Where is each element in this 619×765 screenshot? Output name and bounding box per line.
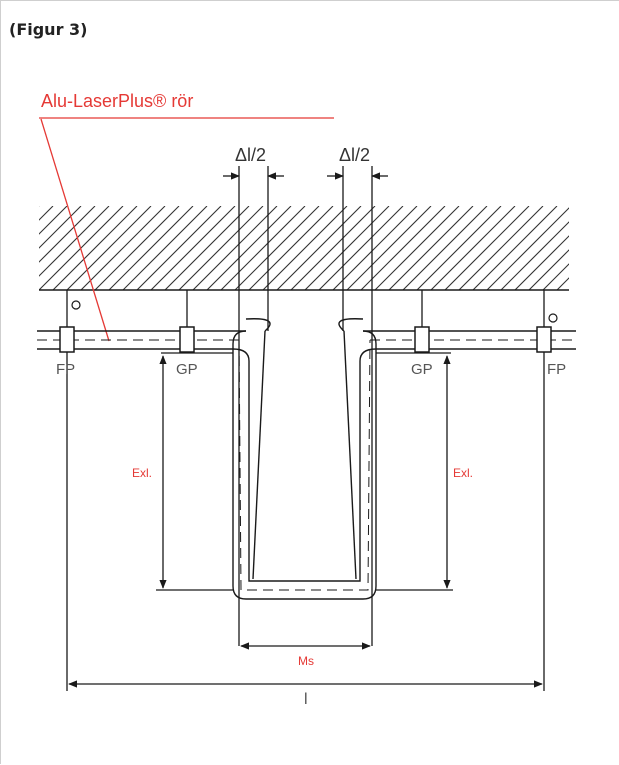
- hatch-line: [192, 206, 278, 290]
- hatch-line: [136, 206, 222, 290]
- hatch-line: [164, 206, 250, 290]
- hatch-line: [500, 221, 569, 290]
- fp-label-left: FP: [56, 361, 75, 378]
- pipe-clamps: [59, 326, 552, 353]
- hatch-line: [39, 206, 82, 249]
- hatch-line: [374, 206, 460, 290]
- hatch-line: [39, 206, 96, 263]
- exl-label-left: Exl.: [132, 466, 152, 480]
- wall-hatching: [1, 206, 619, 290]
- hatch-line: [52, 206, 138, 290]
- hatch-line: [402, 206, 488, 290]
- fixed-point-marker-right: [548, 313, 558, 323]
- hatch-line: [472, 206, 558, 290]
- hatch-line: [528, 249, 569, 290]
- hatch-line: [346, 206, 432, 290]
- hatch-line: [444, 206, 530, 290]
- hatch-line: [39, 206, 68, 235]
- exl-dimensions: [156, 352, 453, 591]
- pipe-label-leader: [40, 118, 110, 342]
- hatch-line: [39, 206, 54, 221]
- pipe-label: Alu-LaserPlus® rör: [41, 91, 193, 111]
- hatch-line: [585, 206, 619, 290]
- exl-label-right: Exl.: [453, 466, 473, 480]
- clamp-fp-right: [536, 326, 552, 353]
- hatch-line: [108, 206, 194, 290]
- pipe-loop: [37, 318, 576, 600]
- hatch-line: [388, 206, 474, 290]
- hatch-line: [360, 206, 446, 290]
- hatch-line: [290, 206, 376, 290]
- delta-label-right: Δl/2: [339, 145, 370, 165]
- clamp-fp-left: [59, 326, 75, 353]
- hatch-line: [39, 206, 40, 207]
- hatch-line: [416, 206, 502, 290]
- gp-label-left: GP: [176, 361, 198, 378]
- hatch-line: [39, 206, 110, 277]
- clamp-gp-right: [414, 326, 430, 353]
- hatch-line: [206, 206, 292, 290]
- hatch-line: [318, 206, 404, 290]
- delta-dimension-lines: [223, 166, 388, 646]
- hatch-line: [556, 277, 569, 290]
- hatch-line: [66, 206, 152, 290]
- hatch-line: [613, 206, 619, 290]
- hatch-line: [1, 206, 25, 290]
- hatch-line: [262, 206, 348, 290]
- hatch-line: [430, 206, 516, 290]
- fp-label-right: FP: [547, 361, 566, 378]
- figure-title: (Figur 3): [9, 20, 88, 39]
- hatch-line: [80, 206, 166, 290]
- hatch-line: [248, 206, 334, 290]
- clamp-gp-left: [179, 326, 195, 353]
- gp-label-right: GP: [411, 361, 433, 378]
- hatch-line: [276, 206, 362, 290]
- hatch-line: [304, 206, 390, 290]
- hangers: [66, 290, 545, 327]
- l-dimension: [66, 352, 545, 691]
- pipe-centerline: [37, 339, 576, 591]
- hatch-line: [571, 206, 619, 290]
- hatch-line: [514, 235, 569, 290]
- fixed-point-marker-left: [71, 300, 81, 310]
- hatch-line: [332, 206, 418, 290]
- l-label: l: [304, 691, 308, 708]
- hatch-line: [542, 263, 569, 290]
- delta-label-left: Δl/2: [235, 145, 266, 165]
- hatch-line: [220, 206, 306, 290]
- hatch-line: [150, 206, 236, 290]
- hatch-line: [122, 206, 208, 290]
- hatch-line: [178, 206, 264, 290]
- hatch-line: [234, 206, 320, 290]
- hatch-line: [599, 206, 619, 290]
- hatch-line: [94, 206, 180, 290]
- hatch-line: [458, 206, 544, 290]
- hatch-line: [486, 207, 569, 290]
- ms-label: Ms: [298, 654, 314, 668]
